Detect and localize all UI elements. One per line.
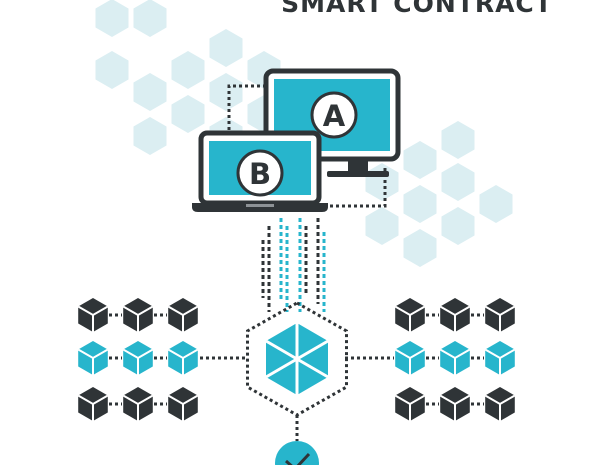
laptop-trackpad-notch: [246, 204, 274, 207]
badge-b: [236, 149, 284, 197]
blockchain-cube-grid-right: [394, 298, 516, 421]
background-hexagon: [403, 185, 437, 223]
blockchain-cube-icon: [167, 298, 199, 332]
blockchain-cube-icon: [484, 298, 516, 332]
background-hexagon: [403, 229, 437, 267]
background-hexagon: [133, 117, 167, 155]
blockchain-cube-icon: [484, 387, 516, 421]
blockchain-cube-icon: [167, 341, 199, 375]
check-mark: [285, 452, 311, 465]
background-hexagon: [479, 185, 513, 223]
background-hexagon: [403, 141, 437, 179]
background-hexagon: [441, 207, 475, 245]
blockchain-cube-icon: [439, 298, 471, 332]
desktop-stand: [348, 159, 368, 173]
background-hexagon: [95, 0, 129, 37]
blockchain-cube-icon: [167, 387, 199, 421]
page-title: SMART CONTRACT: [281, 0, 553, 18]
dotted-connector-lines-top: [227, 84, 387, 208]
badge-b-label: B: [249, 157, 271, 191]
blockchain-cube-icon: [439, 387, 471, 421]
laptop-keyboard-base: [192, 203, 328, 212]
background-hexagon: [171, 95, 205, 133]
blockchain-cube-icon: [394, 341, 426, 375]
blockchain-cube-icon: [77, 341, 109, 375]
badge-a: [310, 91, 358, 139]
blockchain-cube-icon: [484, 341, 516, 375]
blockchain-cube-icon: [122, 298, 154, 332]
background-hexagon: [133, 73, 167, 111]
blockchain-cube-icon: [439, 341, 471, 375]
background-hexagon: [441, 163, 475, 201]
blockchain-cube-icon: [394, 387, 426, 421]
badge-a-label: A: [323, 99, 346, 133]
blockchain-cube-icon: [77, 298, 109, 332]
blockchain-cube-icon: [122, 387, 154, 421]
hub-inner-lines: [265, 323, 329, 395]
background-hexagon: [171, 51, 205, 89]
background-hexagon: [133, 0, 167, 37]
blockchain-cube-icon: [77, 387, 109, 421]
data-stream-lines: [261, 218, 326, 312]
blockchain-cube-grid-left: [77, 298, 199, 421]
blockchain-cube-icon: [122, 341, 154, 375]
verified-check-icon: [275, 415, 319, 465]
check-circle: [275, 441, 319, 465]
background-hexagon: [365, 207, 399, 245]
blockchain-cube-icon: [394, 298, 426, 332]
background-hexagon: [95, 51, 129, 89]
background-hexagon: [365, 163, 399, 201]
background-hexagon: [209, 29, 243, 67]
background-hexagon: [209, 73, 243, 111]
laptop-computer-b: B: [192, 130, 328, 212]
background-hexagon: [441, 121, 475, 159]
blockchain-hexagon-icon: [246, 301, 348, 417]
desktop-base: [327, 171, 389, 177]
